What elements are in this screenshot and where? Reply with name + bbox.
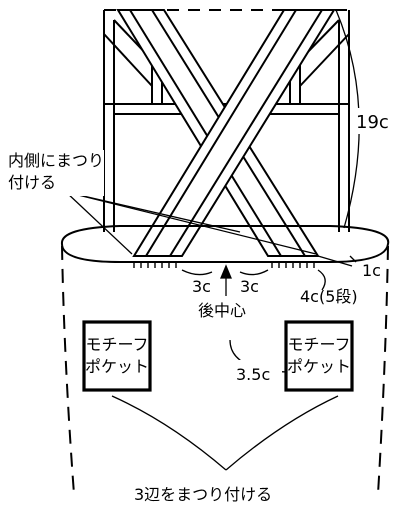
- label-19c: 19c: [356, 112, 389, 133]
- pocket-right: モチーフ ポケット: [284, 320, 354, 392]
- label-3c-left: 3c: [192, 277, 211, 296]
- label-inside-stitch-line1: 内側にまつり: [8, 151, 104, 170]
- pocket-left-line1: モチーフ: [85, 335, 148, 354]
- leader-bottom-left: [111, 395, 227, 471]
- arc-3c-right: [239, 269, 269, 276]
- label-bottom-note: 3辺をまつり付ける: [134, 485, 272, 504]
- label-3-5c: 3.5c: [236, 365, 270, 384]
- leader-lines: [65, 9, 360, 471]
- pocket-right-line2: ポケット: [287, 357, 351, 376]
- brace-left-b: [103, 33, 153, 87]
- waist-ellipse: [61, 225, 390, 263]
- labels: 19c 内側にまつり 付ける 1c 3c 3c 4c(5段) 後中心 3.5c …: [4, 108, 394, 504]
- strap-lr-inner-line: [129, 9, 282, 257]
- label-4c-5dan: 4c(5段): [300, 287, 358, 306]
- leader-1c-a: [317, 255, 353, 267]
- strap-rl-inner-line: [145, 9, 297, 257]
- cross-straps: [116, 9, 336, 257]
- back-center-arrow-head: [220, 264, 232, 279]
- leader-inside-3: [65, 191, 317, 255]
- skirt-body: [61, 225, 390, 495]
- label-3c-right: 3c: [240, 277, 259, 296]
- arc-4c: [317, 269, 326, 291]
- label-inside-stitch-line2: 付ける: [8, 173, 56, 192]
- brace-right-b: [299, 33, 350, 87]
- arc-3c-left: [181, 269, 213, 276]
- skirt-left-side: [61, 245, 75, 495]
- pocket-left: モチーフ ポケット: [82, 320, 152, 392]
- stitch-marks: [130, 261, 318, 268]
- leader-inside-1: [65, 191, 133, 255]
- leader-bottom-right: [225, 395, 339, 471]
- pocket-right-line1: モチーフ: [287, 335, 350, 354]
- label-back-center: 後中心: [198, 301, 246, 320]
- skirt-right-side: [377, 245, 389, 495]
- label-1c: 1c: [362, 261, 381, 280]
- pocket-left-line2: ポケット: [85, 357, 149, 376]
- leader-1c-b: [349, 255, 357, 263]
- strap-rl-inner-line-2: [169, 9, 323, 257]
